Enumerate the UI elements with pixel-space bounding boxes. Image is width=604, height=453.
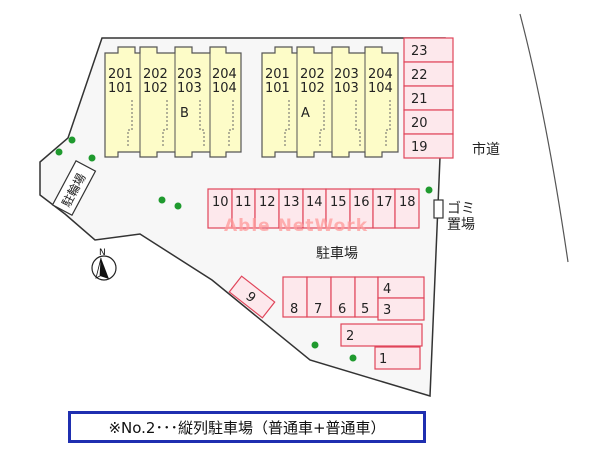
parking-slot-8 <box>282 276 308 318</box>
building-a-unit2-top: 202 <box>300 67 325 82</box>
building-a-unit1-top: 201 <box>265 67 290 82</box>
north-label: N <box>99 248 106 258</box>
parking-slot-11-label: 11 <box>235 195 252 210</box>
parking-slot-15-label: 15 <box>330 195 347 210</box>
building-a-unit2-bottom: 102 <box>300 81 325 96</box>
parking-slot-2-label: 2 <box>346 329 354 344</box>
parking-slot-16-label: 16 <box>353 195 370 210</box>
tree <box>425 186 433 194</box>
building-a-unit4-bottom: 104 <box>368 81 393 96</box>
tree <box>55 148 63 156</box>
parking-slot-3-label: 3 <box>383 303 391 318</box>
parking-slot-5-label: 5 <box>361 302 369 317</box>
north-arrow-icon: N <box>91 248 117 281</box>
parking-slot-13-label: 13 <box>283 195 300 210</box>
tree <box>349 354 357 362</box>
road-edge <box>519 13 569 263</box>
building-b-unit4-bottom: 104 <box>212 81 237 96</box>
tree <box>68 136 76 144</box>
tree <box>174 202 182 210</box>
parking-slot-22 <box>403 61 454 87</box>
parking-slot-4-label: 4 <box>383 282 391 297</box>
parking-slot-6-label: 6 <box>338 302 346 317</box>
parking-slot-20 <box>403 109 454 135</box>
parking-slot-15 <box>325 188 351 229</box>
bicycle-parking-box <box>51 159 97 217</box>
parking-slot-9-group: 9 <box>228 275 276 319</box>
building-b-unit3-bottom: 103 <box>177 81 202 96</box>
building-a-label: A <box>301 106 310 121</box>
parking-middle-row: 10 11 12 13 14 15 16 17 18 <box>207 188 420 229</box>
parking-slot-21-label: 21 <box>411 92 428 107</box>
building-b-unit1-bottom: 101 <box>108 81 133 96</box>
building-b-unit2-top: 202 <box>143 67 168 82</box>
parking-slot-14-label: 14 <box>306 195 323 210</box>
building-b-unit4-top: 204 <box>212 67 237 82</box>
parking-right-column: 23 22 21 20 19 <box>403 37 454 159</box>
note-box: ※No.2･･･縦列駐車場（普通車+普通車） <box>68 411 426 443</box>
parking-slot-2 <box>340 323 423 347</box>
parking-slot-9 <box>228 275 276 319</box>
tree <box>158 196 166 204</box>
building-b-unit1-top: 201 <box>108 67 133 82</box>
building-b-unit3-top: 203 <box>177 67 202 82</box>
building-a-unit4-top: 204 <box>368 67 393 82</box>
parking-slot-10-label: 10 <box>212 195 229 210</box>
garbage-area-box <box>433 199 444 219</box>
parking-slot-17-label: 17 <box>376 195 393 210</box>
city-road-label: 市道 <box>472 141 500 158</box>
watermark: Able NetWork <box>224 216 368 236</box>
building-a-outline <box>261 46 399 158</box>
parking-slot-3 <box>377 297 425 321</box>
parking-lot-label: 駐車場 <box>316 245 358 262</box>
parking-slot-1 <box>374 346 421 370</box>
tree <box>88 154 96 162</box>
building-b-unit2-bottom: 102 <box>143 81 168 96</box>
parking-slot-8-label: 8 <box>290 302 298 317</box>
parking-slot-20-label: 20 <box>411 116 428 131</box>
parking-slot-18-label: 18 <box>399 195 416 210</box>
building-b-outline <box>104 46 242 158</box>
tree <box>311 341 319 349</box>
parking-slot-23-label: 23 <box>411 44 428 59</box>
building-a-unit3-top: 203 <box>334 67 359 82</box>
parking-slot-12-label: 12 <box>259 195 276 210</box>
parking-slot-1-label: 1 <box>379 352 387 367</box>
garbage-area-label-2: 置場 <box>447 217 475 233</box>
parking-slot-19-label: 19 <box>411 140 428 155</box>
building-a-unit1-bottom: 101 <box>265 81 290 96</box>
parking-slot-7-label: 7 <box>314 302 322 317</box>
note-text: ※No.2･･･縦列駐車場（普通車+普通車） <box>108 418 386 437</box>
building-a-unit3-bottom: 103 <box>334 81 359 96</box>
parking-slot-18 <box>394 188 420 229</box>
parking-slot-22-label: 22 <box>411 68 428 83</box>
parking-bottom-row: 8 7 6 5 <box>282 276 379 318</box>
building-b-label: B <box>180 106 189 121</box>
building-a: 201 101 202 102 203 103 204 104 A <box>261 46 399 158</box>
garbage-area-label-1: ゴミ <box>447 200 475 217</box>
trees <box>55 136 433 362</box>
parking-slot-19 <box>403 133 454 159</box>
building-b: 201 101 202 102 203 103 204 104 B <box>104 46 242 158</box>
